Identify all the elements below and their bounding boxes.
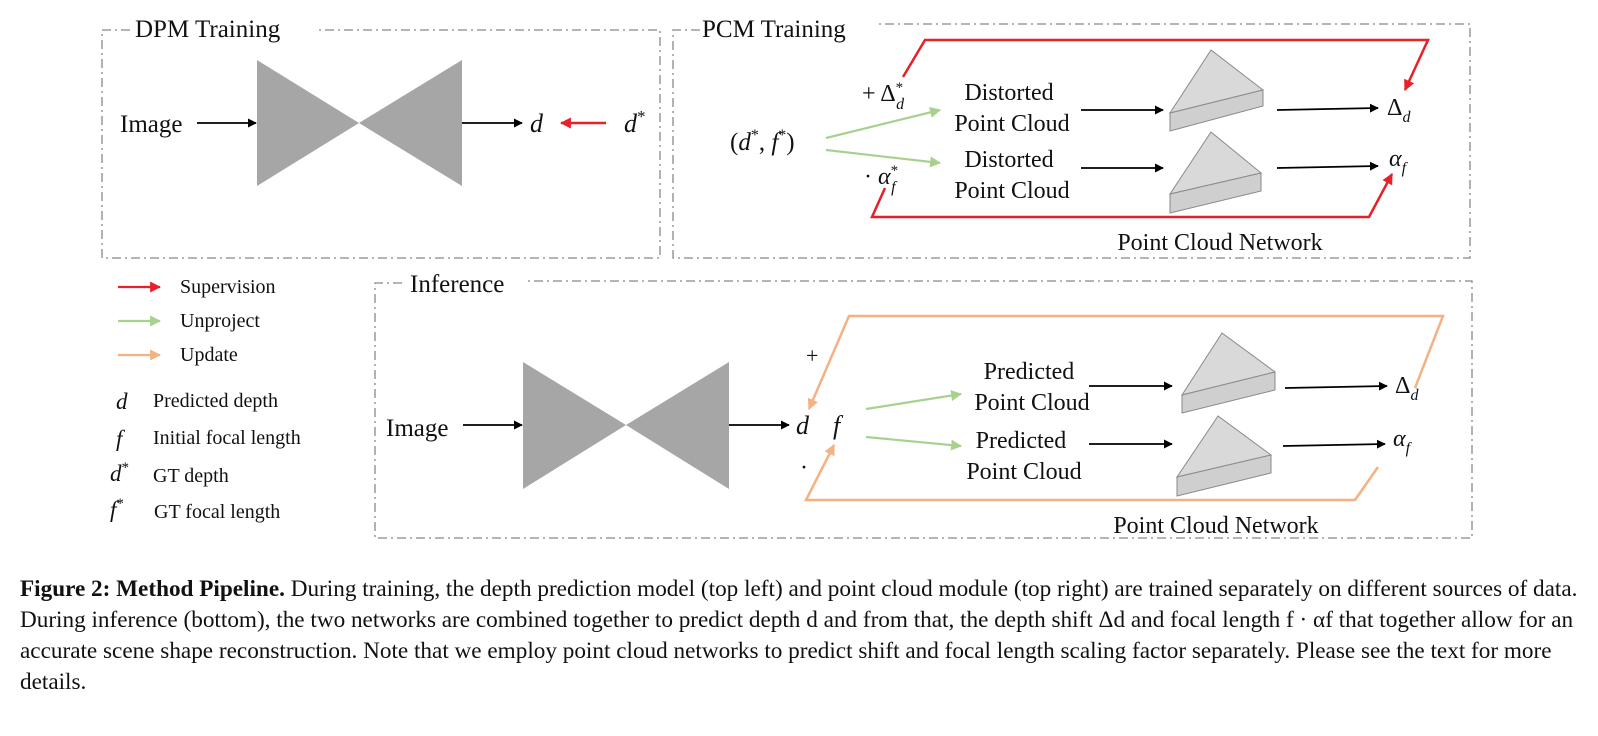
legend-symbol-fstar-label: GT focal length (154, 501, 280, 523)
pcm-supervision-loop-top (901, 38, 1430, 91)
inference-cloud-top-label: Predicted Point Cloud (974, 359, 1089, 416)
inference-input-label: Image (386, 415, 448, 442)
inference-unproject-arrow-bottom (865, 435, 963, 451)
pcm-cloud-bottom-label: Distorted Point Cloud (954, 147, 1069, 204)
inference-unproject-arrow-top (865, 390, 963, 411)
inference-title: Inference (410, 271, 504, 298)
figure-caption: Figure 2: Method Pipeline. During traini… (20, 574, 1582, 698)
dpm-training-panel: DPM Training Image d d* (101, 16, 661, 259)
inference-d: d (796, 411, 810, 440)
pcm-network-label: Point Cloud Network (1117, 230, 1322, 256)
pipeline-diagram: DPM Training Image d d* PCM Training (d*… (101, 16, 1473, 539)
pcm-unproject-arrow-bottom (825, 148, 942, 168)
inference-dot: · (800, 455, 808, 481)
inference-plus: + (806, 343, 818, 368)
inference-point-net-top (1180, 332, 1277, 414)
legend-unproject-label: Unproject (180, 310, 260, 332)
inference-frame (374, 280, 1473, 539)
inference-f: f (833, 411, 844, 440)
pcm-out-scale: αf (1389, 146, 1409, 177)
inference-out-scale: αf (1393, 426, 1413, 457)
inference-cloud-bottom-label: Predicted Point Cloud (966, 428, 1081, 485)
legend-symbol-f: f (116, 426, 126, 451)
caption-title: Figure 2: Method Pipeline. (20, 576, 285, 602)
legend-update-label: Update (180, 344, 238, 366)
pcm-input: (d*, f*) (730, 127, 795, 156)
pcm-out-arrow-bottom (1276, 161, 1379, 171)
legend-symbol-dstar-label: GT depth (153, 465, 229, 487)
inference-network-decoder (626, 362, 729, 489)
legend-supervision-label: Supervision (180, 276, 276, 298)
inference-network-encoder (523, 362, 626, 489)
dpm-title: DPM Training (135, 16, 281, 43)
pcm-shift-gt: + Δ*d (862, 80, 905, 113)
dpm-frame (101, 29, 661, 259)
pcm-point-net-top (1168, 49, 1265, 132)
dpm-output-d: d (530, 109, 544, 138)
legend: Supervision Unproject Update d Predicted… (110, 276, 301, 523)
legend-symbol-dstar: d* (110, 460, 129, 486)
caption-body: During training, the depth prediction mo… (20, 576, 1578, 695)
inference-network-label: Point Cloud Network (1113, 513, 1318, 539)
inference-out-arrow-top (1284, 381, 1388, 391)
inference-update-loop-top (807, 314, 1445, 411)
legend-symbol-d-label: Predicted depth (153, 390, 278, 412)
pcm-point-net-bottom (1168, 131, 1263, 214)
pcm-cloud-top-label: Distorted Point Cloud (954, 80, 1069, 137)
inference-out-arrow-bottom (1282, 439, 1386, 449)
pcm-frame (672, 23, 1471, 259)
pcm-scale-gt: · α*f (864, 163, 898, 196)
pcm-unproject-arrow-top (825, 107, 942, 140)
legend-symbol-fstar: f* (110, 496, 124, 522)
dpm-network-decoder (359, 60, 462, 186)
inference-panel: Inference Image d f + · Predicted Point … (374, 271, 1473, 539)
dpm-network-encoder (257, 60, 359, 186)
pcm-title: PCM Training (702, 16, 846, 43)
pcm-supervision-loop-bottom (870, 173, 1394, 219)
pcm-training-panel: PCM Training (d*, f*) + Δ*d · α*f Distor… (672, 16, 1471, 259)
inference-point-net-bottom (1175, 415, 1273, 497)
pcm-out-arrow-top (1276, 103, 1379, 113)
legend-symbol-d: d (116, 389, 128, 414)
inference-out-shift: Δd (1395, 373, 1419, 404)
inference-update-loop-bottom (803, 444, 1380, 502)
dpm-gt-d: d* (624, 107, 646, 138)
legend-symbol-f-label: Initial focal length (153, 427, 301, 449)
dpm-input-label: Image (120, 111, 182, 138)
pcm-out-shift: Δd (1387, 95, 1411, 126)
